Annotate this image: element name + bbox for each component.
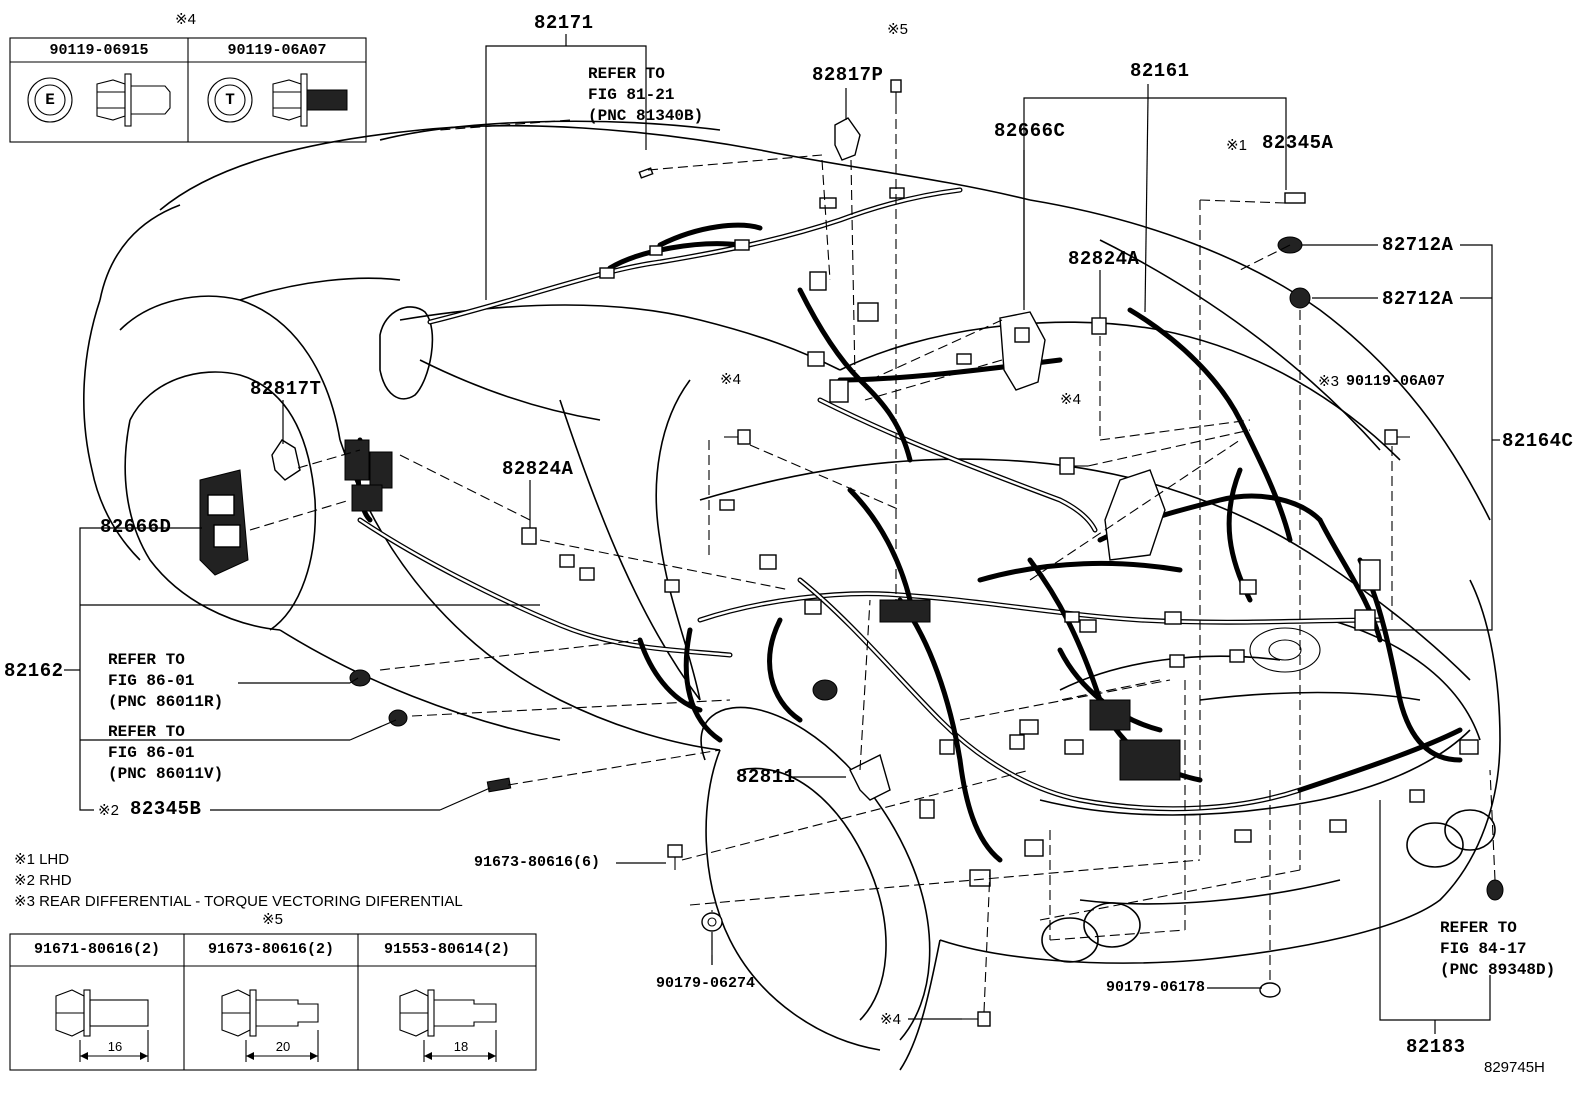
bolt-icon-right xyxy=(1384,429,1410,445)
label-leaders xyxy=(64,34,1500,1034)
mark-5-top: ※5 xyxy=(887,21,908,38)
top-table-col2: 90119-06A07 xyxy=(227,42,327,59)
bottom-table-col2: 91673-80616(2) xyxy=(207,941,335,958)
dashed-leaders xyxy=(249,104,1496,1013)
bolt-icon-lowleft xyxy=(667,844,683,870)
ref-line: REFER TO xyxy=(108,723,185,741)
nut-icon-left xyxy=(701,912,723,932)
bolt-icon-bottom xyxy=(962,1011,991,1027)
top-table-col1: 90119-06915 xyxy=(49,42,149,59)
note-rear-differential: ※3 REAR DIFFERENTIAL - TORQUE VECTORING … xyxy=(14,893,463,910)
bottom-fastener-table xyxy=(9,933,537,1071)
ref-line: FIG 81-21 xyxy=(588,86,675,104)
label-82824A-left[interactable]: 82824A xyxy=(502,458,574,480)
dim-18: 18 xyxy=(453,1039,469,1054)
note-lhd: ※1 LHD xyxy=(14,851,70,868)
ref-fig-81-21: REFER TO FIG 81-21 (PNC 81340B) xyxy=(588,64,703,127)
bottom-table-col1: 91671-80616(2) xyxy=(33,941,161,958)
mark-2: ※2 xyxy=(98,802,119,819)
ref-line: (PNC 86011R) xyxy=(108,693,224,711)
label-82164C[interactable]: 82164C xyxy=(1502,430,1574,452)
label-82817P[interactable]: 82817P xyxy=(812,64,884,86)
bolt-icon-mid xyxy=(1059,457,1088,475)
label-82345B[interactable]: 82345B xyxy=(130,798,202,820)
ref-line: FIG 84-17 xyxy=(1440,940,1527,958)
top-fastener-table xyxy=(9,37,367,143)
label-82161[interactable]: 82161 xyxy=(1130,60,1190,82)
label-82712A-upper[interactable]: 82712A xyxy=(1382,234,1454,256)
bolt-icon-left xyxy=(724,429,751,445)
ref-line: FIG 86-01 xyxy=(108,744,195,762)
label-90179-06274[interactable]: 90179-06274 xyxy=(656,975,756,992)
label-82712A-lower[interactable]: 82712A xyxy=(1382,288,1454,310)
label-82162[interactable]: 82162 xyxy=(4,660,64,682)
car-body-outline xyxy=(83,120,1501,1071)
ref-line: REFER TO xyxy=(588,65,665,83)
drawing-id: 829745H xyxy=(1484,1059,1545,1076)
label-82666D[interactable]: 82666D xyxy=(100,516,172,538)
label-82666C[interactable]: 82666C xyxy=(994,120,1066,142)
ref-line: (PNC 86011V) xyxy=(108,765,224,783)
harness-parts xyxy=(199,79,1504,1027)
label-82345A[interactable]: 82345A xyxy=(1262,132,1334,154)
ref-fig-86-01-r: REFER TO FIG 86-01 (PNC 86011R) xyxy=(108,650,223,713)
bottom-table-col3: 91553-80614(2) xyxy=(383,941,511,958)
ref-fig-84-17: REFER TO FIG 84-17 (PNC 89348D) xyxy=(1440,918,1555,981)
label-82183[interactable]: 82183 xyxy=(1406,1036,1466,1058)
ref-fig-86-01-v: REFER TO FIG 86-01 (PNC 86011V) xyxy=(108,722,223,785)
mark-4-top: ※4 xyxy=(175,11,196,28)
mark-1: ※1 xyxy=(1226,137,1247,154)
label-82171[interactable]: 82171 xyxy=(534,12,594,34)
mark-4-mid: ※4 xyxy=(1060,391,1081,408)
label-90179-06178[interactable]: 90179-06178 xyxy=(1106,979,1206,996)
label-91673-80616[interactable]: 91673-80616(6) xyxy=(474,854,601,871)
ref-line: (PNC 89348D) xyxy=(1440,961,1556,979)
label-90119-06A07[interactable]: 90119-06A07 xyxy=(1346,373,1446,390)
mark-3: ※3 xyxy=(1318,373,1339,390)
icon-t-label: T xyxy=(225,91,235,109)
grommet-icon-right xyxy=(1486,879,1504,901)
ref-line: REFER TO xyxy=(1440,919,1517,937)
ref-line: FIG 86-01 xyxy=(108,672,195,690)
label-82811[interactable]: 82811 xyxy=(736,766,796,788)
mark-4-bottom: ※4 xyxy=(880,1011,901,1028)
bolt-icon-top xyxy=(890,79,902,104)
ref-line: (PNC 81340B) xyxy=(588,107,704,125)
mark-4-left: ※4 xyxy=(720,371,741,388)
mark-5-bottom: ※5 xyxy=(262,911,283,928)
note-rhd: ※2 RHD xyxy=(14,872,72,889)
nut-icon-right xyxy=(1259,982,1281,998)
ref-line: REFER TO xyxy=(108,651,185,669)
label-82824A-right[interactable]: 82824A xyxy=(1068,248,1140,270)
icon-e-label: E xyxy=(45,91,55,109)
dim-20: 20 xyxy=(275,1039,291,1054)
dim-16: 16 xyxy=(107,1039,123,1054)
label-82817T[interactable]: 82817T xyxy=(250,378,322,400)
